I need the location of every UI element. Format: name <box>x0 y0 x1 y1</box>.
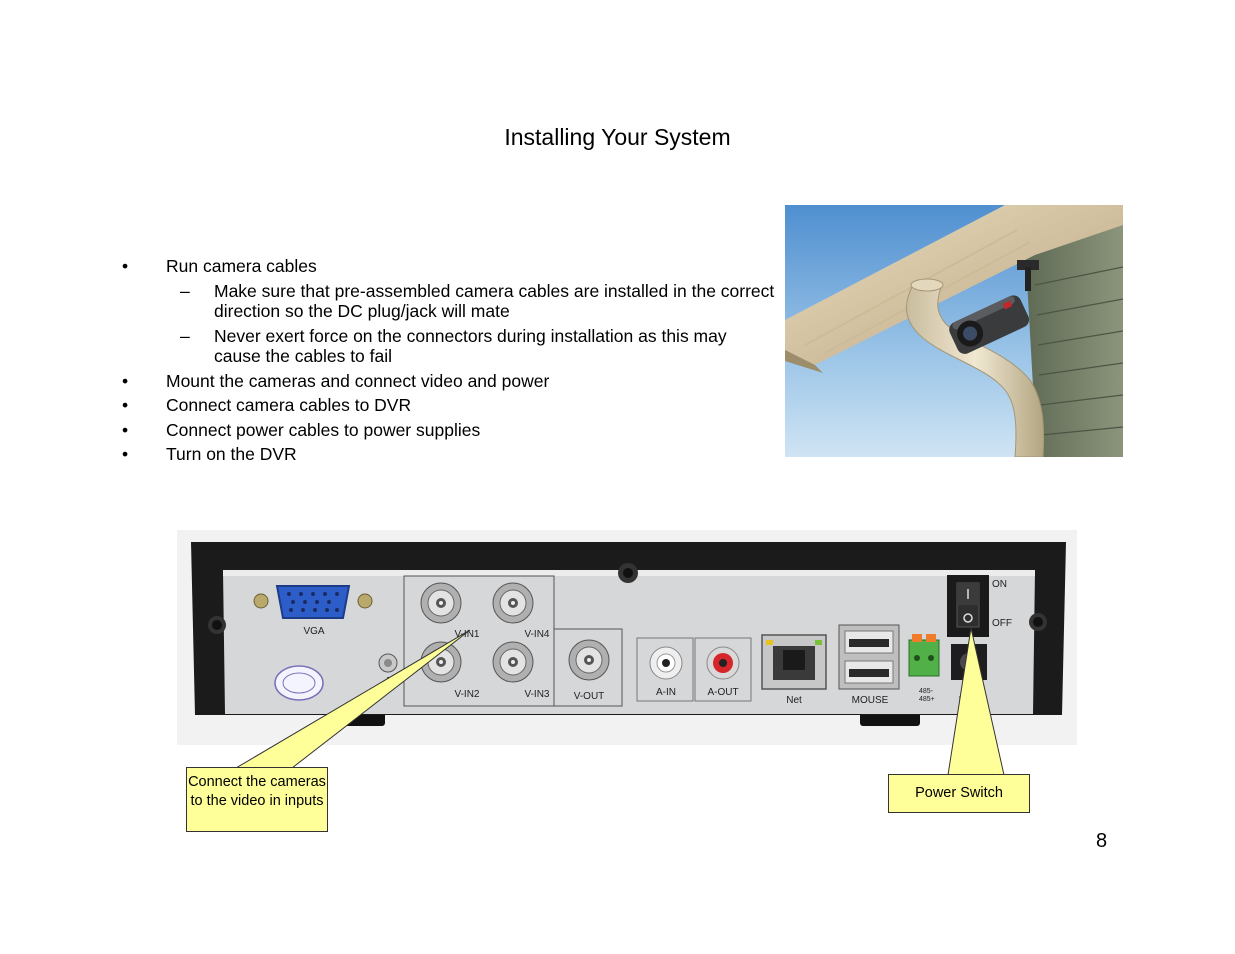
brand-sticker <box>274 665 324 701</box>
bullet-item: • Mount the cameras and connect video and… <box>118 371 778 391</box>
bnc-connector-vout <box>568 639 610 681</box>
bullet-marker: • <box>122 395 129 415</box>
sub-bullet-text: Never exert force on the connectors duri… <box>214 325 727 366</box>
page-title: Installing Your System <box>504 124 731 150</box>
off-label: OFF <box>992 618 1012 629</box>
bullet-item: • Connect camera cables to DVR <box>118 395 778 415</box>
screw-icon <box>1029 613 1047 631</box>
bullet-marker: • <box>122 444 129 464</box>
vin3-label: V-IN3 <box>524 689 549 700</box>
dvr-rear-panel: VGA V-IN1 V-IN4 V-IN2 V-IN3 <box>177 530 1077 745</box>
bullet-text: Turn on the DVR <box>166 444 297 464</box>
sub-bullet-item: – Make sure that pre-assembled camera cab… <box>118 281 778 321</box>
vin1-label: V-IN1 <box>454 629 479 640</box>
bullet-text: Connect camera cables to DVR <box>166 395 412 415</box>
bullet-marker: • <box>122 370 129 391</box>
dc-power-jack <box>951 644 987 680</box>
camera-eave-image <box>785 205 1123 457</box>
sub-bullet-text: Make sure that pre-assembled camera cabl… <box>214 280 775 321</box>
bnc-connector-vin4 <box>492 582 534 624</box>
bullet-item: • Run camera cables <box>118 256 778 276</box>
dc-label: DC12 <box>959 695 980 704</box>
on-label: ON <box>992 579 1007 590</box>
vga-port <box>253 585 373 619</box>
bullet-item: • Connect power cables to power supplies <box>118 420 778 440</box>
vin2-label: V-IN2 <box>454 689 479 700</box>
audio-out-jack <box>706 646 740 680</box>
ethernet-port <box>761 634 827 690</box>
mouse-label: MOUSE <box>852 695 889 706</box>
net-label: Net <box>786 695 802 706</box>
sub-bullet-item: – Never exert force on the connectors dur… <box>118 326 778 366</box>
bnc-connector-vin3 <box>492 641 534 683</box>
callout-video-inputs: Connect the cameras to the video in inpu… <box>186 767 328 832</box>
bullet-marker: • <box>122 256 129 276</box>
bullet-list: • Run camera cables – Make sure that pre-a… <box>118 256 778 469</box>
audio-in-jack <box>649 646 683 680</box>
ain-label: A-IN <box>656 687 676 698</box>
bnc-connector-vin2 <box>420 641 462 683</box>
power-switch <box>947 575 989 637</box>
vin4-label: V-IN4 <box>524 629 549 640</box>
rs485-terminal <box>908 634 940 677</box>
page-number: 8 <box>1096 830 1108 852</box>
dash-marker: – <box>180 325 190 346</box>
screw-icon <box>208 616 226 634</box>
usb-ports <box>838 624 900 690</box>
vga-label: VGA <box>303 626 324 637</box>
bullet-text: Connect power cables to power supplies <box>166 419 481 440</box>
callout-power-switch: Power Switch <box>888 774 1030 813</box>
camera-photo <box>785 205 1123 457</box>
aout-label: A-OUT <box>707 687 738 698</box>
bnc-connector-vin1 <box>420 582 462 624</box>
bullet-marker: • <box>122 419 129 440</box>
dash-marker: – <box>180 280 190 301</box>
vout-label: V-OUT <box>574 691 605 702</box>
bullet-text: Mount the cameras and connect video and … <box>166 370 550 391</box>
bullet-text: Run camera cables <box>166 256 317 276</box>
bullet-item: • Turn on the DVR <box>118 444 778 464</box>
screw-icon <box>618 563 638 583</box>
rs485-label: 485-485+ <box>919 688 935 703</box>
dvr-illustration: VGA V-IN1 V-IN4 V-IN2 V-IN3 <box>177 530 1077 745</box>
